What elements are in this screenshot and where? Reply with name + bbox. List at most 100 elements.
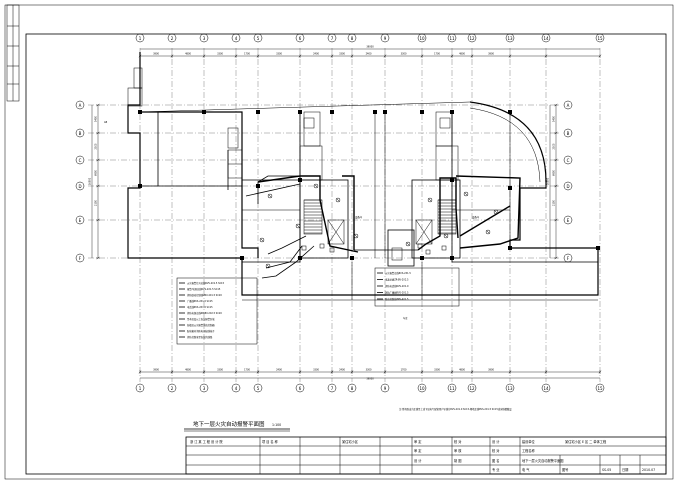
column — [202, 110, 206, 114]
axis-label-bottom: 10 — [419, 386, 425, 391]
legend-left-item: 消防电源总线ZR-BV-2X2.5 SC20 — [187, 311, 222, 315]
structural-columns — [138, 110, 600, 260]
axis-label-bottom: 11 — [449, 386, 455, 391]
alarm-module-icon — [301, 245, 307, 251]
legend-left-item: 火灾报警信号总线RVS-2X1.5 SC15 — [187, 281, 225, 285]
tb-header-2: 审 定 — [414, 439, 422, 444]
axis-bubble-right — [563, 155, 573, 165]
dim-bottom: 3900 — [153, 369, 159, 372]
axis-label-top: 7 — [331, 36, 334, 41]
axis-bubble-right — [563, 181, 573, 191]
dim-left: 2100 — [95, 143, 98, 149]
axis-bubble-top — [135, 33, 145, 43]
legend-right-item: 电源总线ZR-BV-2X2.5 — [385, 278, 409, 282]
axis-label-bottom: 8 — [351, 386, 354, 391]
axis-bubble-bottom — [467, 383, 477, 393]
dim-right: 6900 — [553, 170, 556, 176]
dim-top: 1700 — [244, 53, 250, 56]
column — [596, 246, 600, 250]
smoke-detector-icon — [259, 237, 265, 243]
axis-bubble-top — [541, 33, 551, 43]
dim-bottom: 3300 — [366, 369, 372, 372]
axis-label-bottom: 15 — [597, 386, 603, 391]
axis-label-bottom: 12 — [469, 386, 475, 391]
axis-bubble-top — [447, 33, 457, 43]
axis-label-top: 3 — [203, 36, 206, 41]
axis-bubble-top — [347, 33, 357, 43]
smoke-detector-icon — [427, 197, 433, 203]
drawing-title: 地下一层火灾自动报警平面图 — [193, 420, 265, 428]
legend-left-item: 至本层及以上各层报警区域 — [187, 317, 215, 321]
axis-bubble-left — [75, 155, 85, 165]
legend-left-item: 电话线RVS-2X1.0 SC15 — [187, 305, 213, 309]
axis-bubble-bottom — [595, 383, 605, 393]
dim-left: 2100 — [95, 200, 98, 206]
axis-bubble-bottom — [199, 383, 209, 393]
dim-bottom: 3300 — [434, 369, 440, 372]
dim-right: 2100 — [553, 200, 556, 206]
legend-left-item: 消防联动控制线ZRV-4X1.5 SC20 — [187, 293, 222, 297]
axis-label-top: 14 — [543, 36, 549, 41]
axis-bubble-top — [199, 33, 209, 43]
axis-label-right: A — [567, 103, 570, 108]
axis-label-right: E — [567, 218, 570, 223]
tb-cell-4: 制 图 — [454, 458, 461, 463]
dim-left: 5400 — [95, 116, 98, 122]
alarm-module-icon — [329, 247, 335, 253]
axis-bubble-left — [75, 253, 85, 263]
axis-bubble-right — [563, 100, 573, 110]
tb-header-1: 某住宅小区 — [342, 439, 359, 444]
axis-bubble-left — [75, 100, 85, 110]
axis-label-top: 10 — [419, 36, 425, 41]
tb-company: 浙 江 某 工 程 设 计 院 — [190, 439, 223, 444]
alarm-devices — [259, 183, 499, 269]
axis-bubble-bottom — [380, 383, 390, 393]
dim-top: 3300 — [401, 53, 407, 56]
legend-left: 火灾报警信号总线RVS-2X1.5 SC15 报警/电源总线RVS-2X1.5 S… — [176, 277, 258, 345]
legend-right: 火灾报警总线RVS-2X1.5电源总线ZR-BV-2X2.5消防电话线RVS-2… — [374, 267, 460, 307]
column — [383, 110, 387, 114]
axis-label-left: A — [79, 103, 82, 108]
tb-cell-6: 工程名称 — [522, 448, 536, 453]
smoke-detector-icon — [313, 183, 319, 189]
tb-header-0: 项 目 名 称 — [262, 439, 279, 444]
column — [138, 184, 142, 188]
legend-right-item: 消防广播线RVS-2X1.5 — [385, 291, 409, 295]
axis-label-top: 15 — [597, 36, 603, 41]
inner-border — [25, 33, 667, 475]
axis-label-left: D — [78, 184, 81, 189]
legend-left-item: 消防控制室至各层的线路 — [187, 335, 213, 339]
smoke-detector-icon — [443, 233, 449, 239]
axis-label-left: C — [79, 158, 82, 163]
tb-cell-10: 图号 — [562, 467, 568, 472]
dim-bottom: 3300 — [313, 369, 319, 372]
dim-bottom: 1700 — [244, 369, 250, 372]
axis-label-top: 6 — [299, 36, 302, 41]
axis-bubble-top — [467, 33, 477, 43]
tb-cell-9: 电 气 — [522, 467, 530, 472]
alarm-module-icon — [441, 245, 447, 251]
axis-label-top: 5 — [257, 36, 260, 41]
axis-label-bottom: 6 — [299, 386, 302, 391]
axis-bubble-bottom — [541, 383, 551, 393]
smoke-detector-icon — [405, 241, 411, 247]
tb-cell-2: 校 对 — [492, 448, 500, 453]
axis-label-top: 13 — [507, 36, 513, 41]
room-label-3: 车库 — [403, 316, 408, 320]
column — [508, 110, 512, 114]
tb-cell-0: 审 定 — [414, 448, 422, 453]
dim-left: 6900 — [95, 170, 98, 176]
dim-bottom: 2400 — [339, 369, 345, 372]
legend-left-item: 报警/电源总线RVS-2X1.5 SC15 — [187, 287, 221, 291]
axis-label-right: C — [567, 158, 570, 163]
legend-left-item: 广播线RVS-2X1.5 SC15 — [187, 299, 213, 303]
stair-core-right — [411, 179, 461, 259]
legend-right-item: 火灾报警总线RVS-2X1.5 — [385, 271, 411, 275]
axis-label-top: 9 — [384, 36, 387, 41]
axis-bubble-top — [231, 33, 241, 43]
alarm-module-icon — [319, 243, 325, 249]
tb-cell-13: 2010.07 — [642, 468, 655, 472]
dim-bottom: 2400 — [276, 369, 282, 372]
